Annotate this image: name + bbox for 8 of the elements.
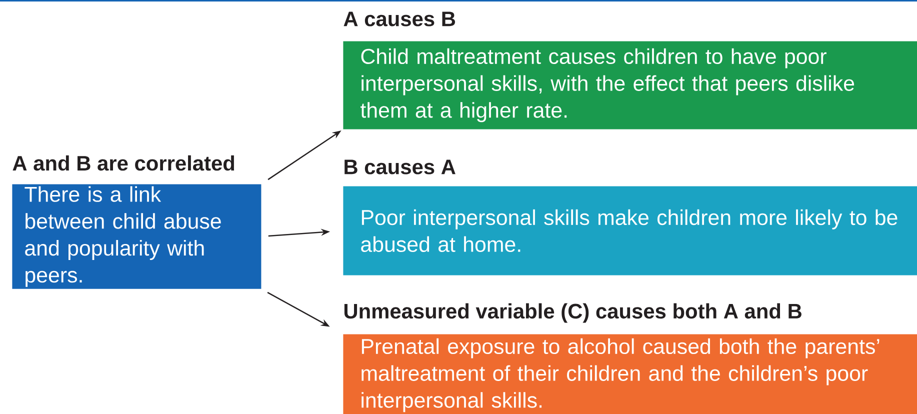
box-heading: Unmeasured variable (C) causes both A and B xyxy=(344,303,802,323)
process-box: Poor interpersonal skills make children more likely to be abused at home. xyxy=(343,186,917,276)
process-box: Child maltreatment causes children to have poor interpersonal skills, with the effect that peers dislike them at a higher rate. xyxy=(343,41,917,130)
box-heading: A and B are correlated xyxy=(12,155,234,171)
box-heading: A causes B xyxy=(344,12,456,26)
box-heading: B causes A xyxy=(344,160,456,174)
process-box: Prenatal exposure to alcohol caused both the parents’ maltreatment of their children and the children’s poor interpersonal skills. xyxy=(343,334,917,414)
process-box: There is a link between child abuse and popularity with peers. xyxy=(12,184,262,289)
